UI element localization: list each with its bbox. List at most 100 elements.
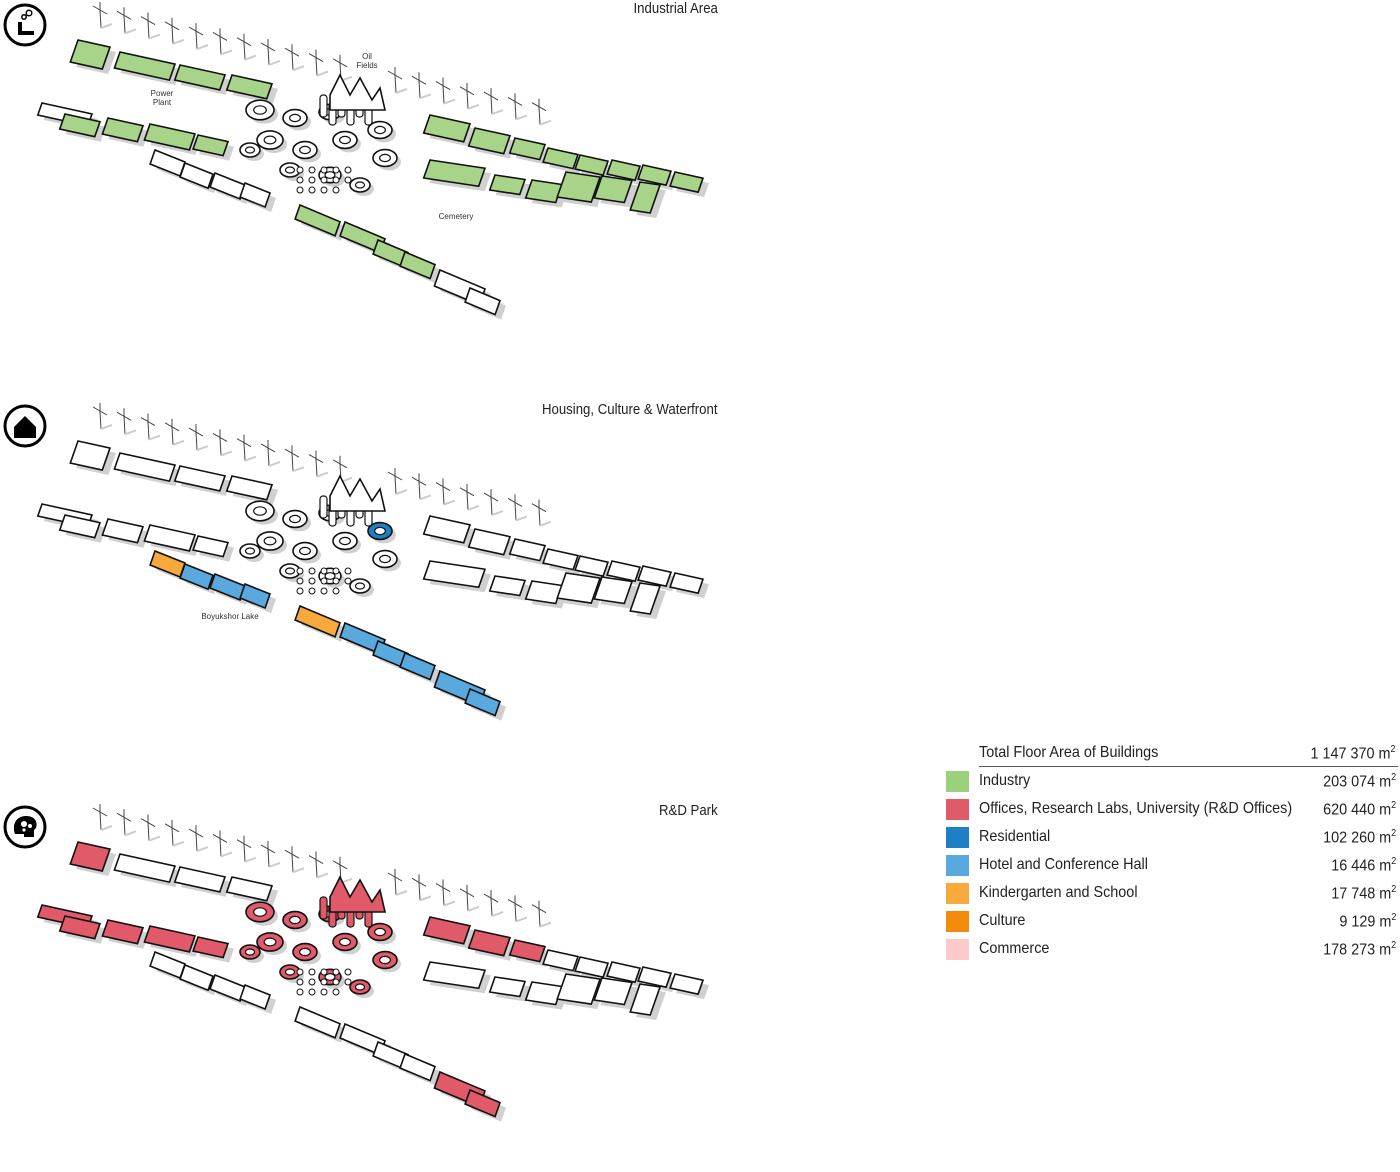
brain-gear-icon [3,805,47,849]
building-block [508,137,547,161]
building-block [508,538,547,562]
wind-turbine [308,49,329,77]
building-block [669,973,705,996]
building-block [629,582,662,615]
wind-turbine [435,879,456,907]
wind-turbine [212,830,233,858]
building-block [294,1005,342,1039]
building-block [422,114,472,143]
wind-turbine [260,840,281,868]
building-block [488,976,527,998]
building-block [606,159,642,182]
courtyard [289,113,302,123]
wind-turbine [236,835,257,863]
small-pavilion [296,186,304,194]
panel-title: Industrial Area [633,0,718,17]
building-block [239,582,272,610]
wind-turbine [212,28,233,56]
building-block [467,127,512,155]
wind-turbine [140,413,161,441]
legend-swatch [946,855,969,876]
wind-turbine [459,483,480,511]
wind-turbine [92,403,113,430]
wind-turbine [411,473,432,501]
building-block [101,117,145,143]
courtyard [299,546,312,556]
courtyard [284,567,296,575]
wind-turbine [116,7,137,35]
building-block [192,936,230,959]
small-pavilion [296,176,304,184]
building-block [58,915,102,940]
building-block [209,973,247,1003]
small-pavilion [308,978,316,986]
building-block [524,179,564,204]
building-block [143,925,197,953]
panel-title: R&D Park [659,802,718,819]
building-block [629,181,662,214]
building-block [69,440,112,471]
building-block [209,572,247,602]
legend-label: Residential [979,828,1051,845]
wind-turbine [507,895,528,923]
building-block [101,919,145,945]
courtyard [284,166,296,174]
wind-turbine [435,77,456,105]
building-block [143,123,197,151]
legend-swatch [946,771,969,792]
wind-turbine [308,450,329,478]
courtyard [379,554,392,564]
wind-turbine [260,439,281,467]
map-label-oil-fields: Oil Fields [356,52,378,70]
building-block [488,174,527,196]
courtyard [354,181,366,189]
legend-value: 17 748 m2 [1330,884,1396,903]
wind-turbine [212,429,233,457]
courtyard [374,125,387,135]
wind-turbine [531,900,552,928]
building-block [239,983,272,1011]
wind-turbine [387,869,408,896]
wind-turbine [260,38,281,66]
small-pavilion [332,988,340,996]
building-block [464,286,502,316]
wind-turbine [387,468,408,495]
small-pavilion [296,567,304,575]
courtyard [244,948,256,956]
small-pavilion [344,166,352,174]
wind-turbine [332,455,353,483]
small-pavilion [332,587,340,595]
small-pavilion [344,968,352,976]
wind-turbine [164,819,185,847]
wind-turbine [308,851,329,879]
building-block [422,916,472,945]
wind-turbine [236,33,257,61]
building-block [113,51,177,82]
legend-swatch [946,799,969,820]
courtyard [374,526,387,536]
building-block [422,560,487,589]
tower [319,896,328,920]
building-block [606,560,642,583]
building-block [637,966,673,989]
building-block [58,514,102,539]
small-pavilion [344,567,352,575]
building-block [524,580,564,605]
wind-turbine [531,98,552,126]
building-block [593,175,634,204]
wind-turbine [284,445,305,473]
building-block [637,164,673,187]
building-block [69,841,112,872]
building-block [399,250,437,280]
wind-turbine [531,499,552,527]
courtyard [339,937,352,947]
wind-turbine [92,804,113,831]
tower [319,495,328,519]
building-block [192,134,230,157]
small-pavilion [320,186,328,194]
building-block [593,576,634,605]
legend-value: 16 446 m2 [1330,856,1396,875]
courtyard [253,506,267,516]
